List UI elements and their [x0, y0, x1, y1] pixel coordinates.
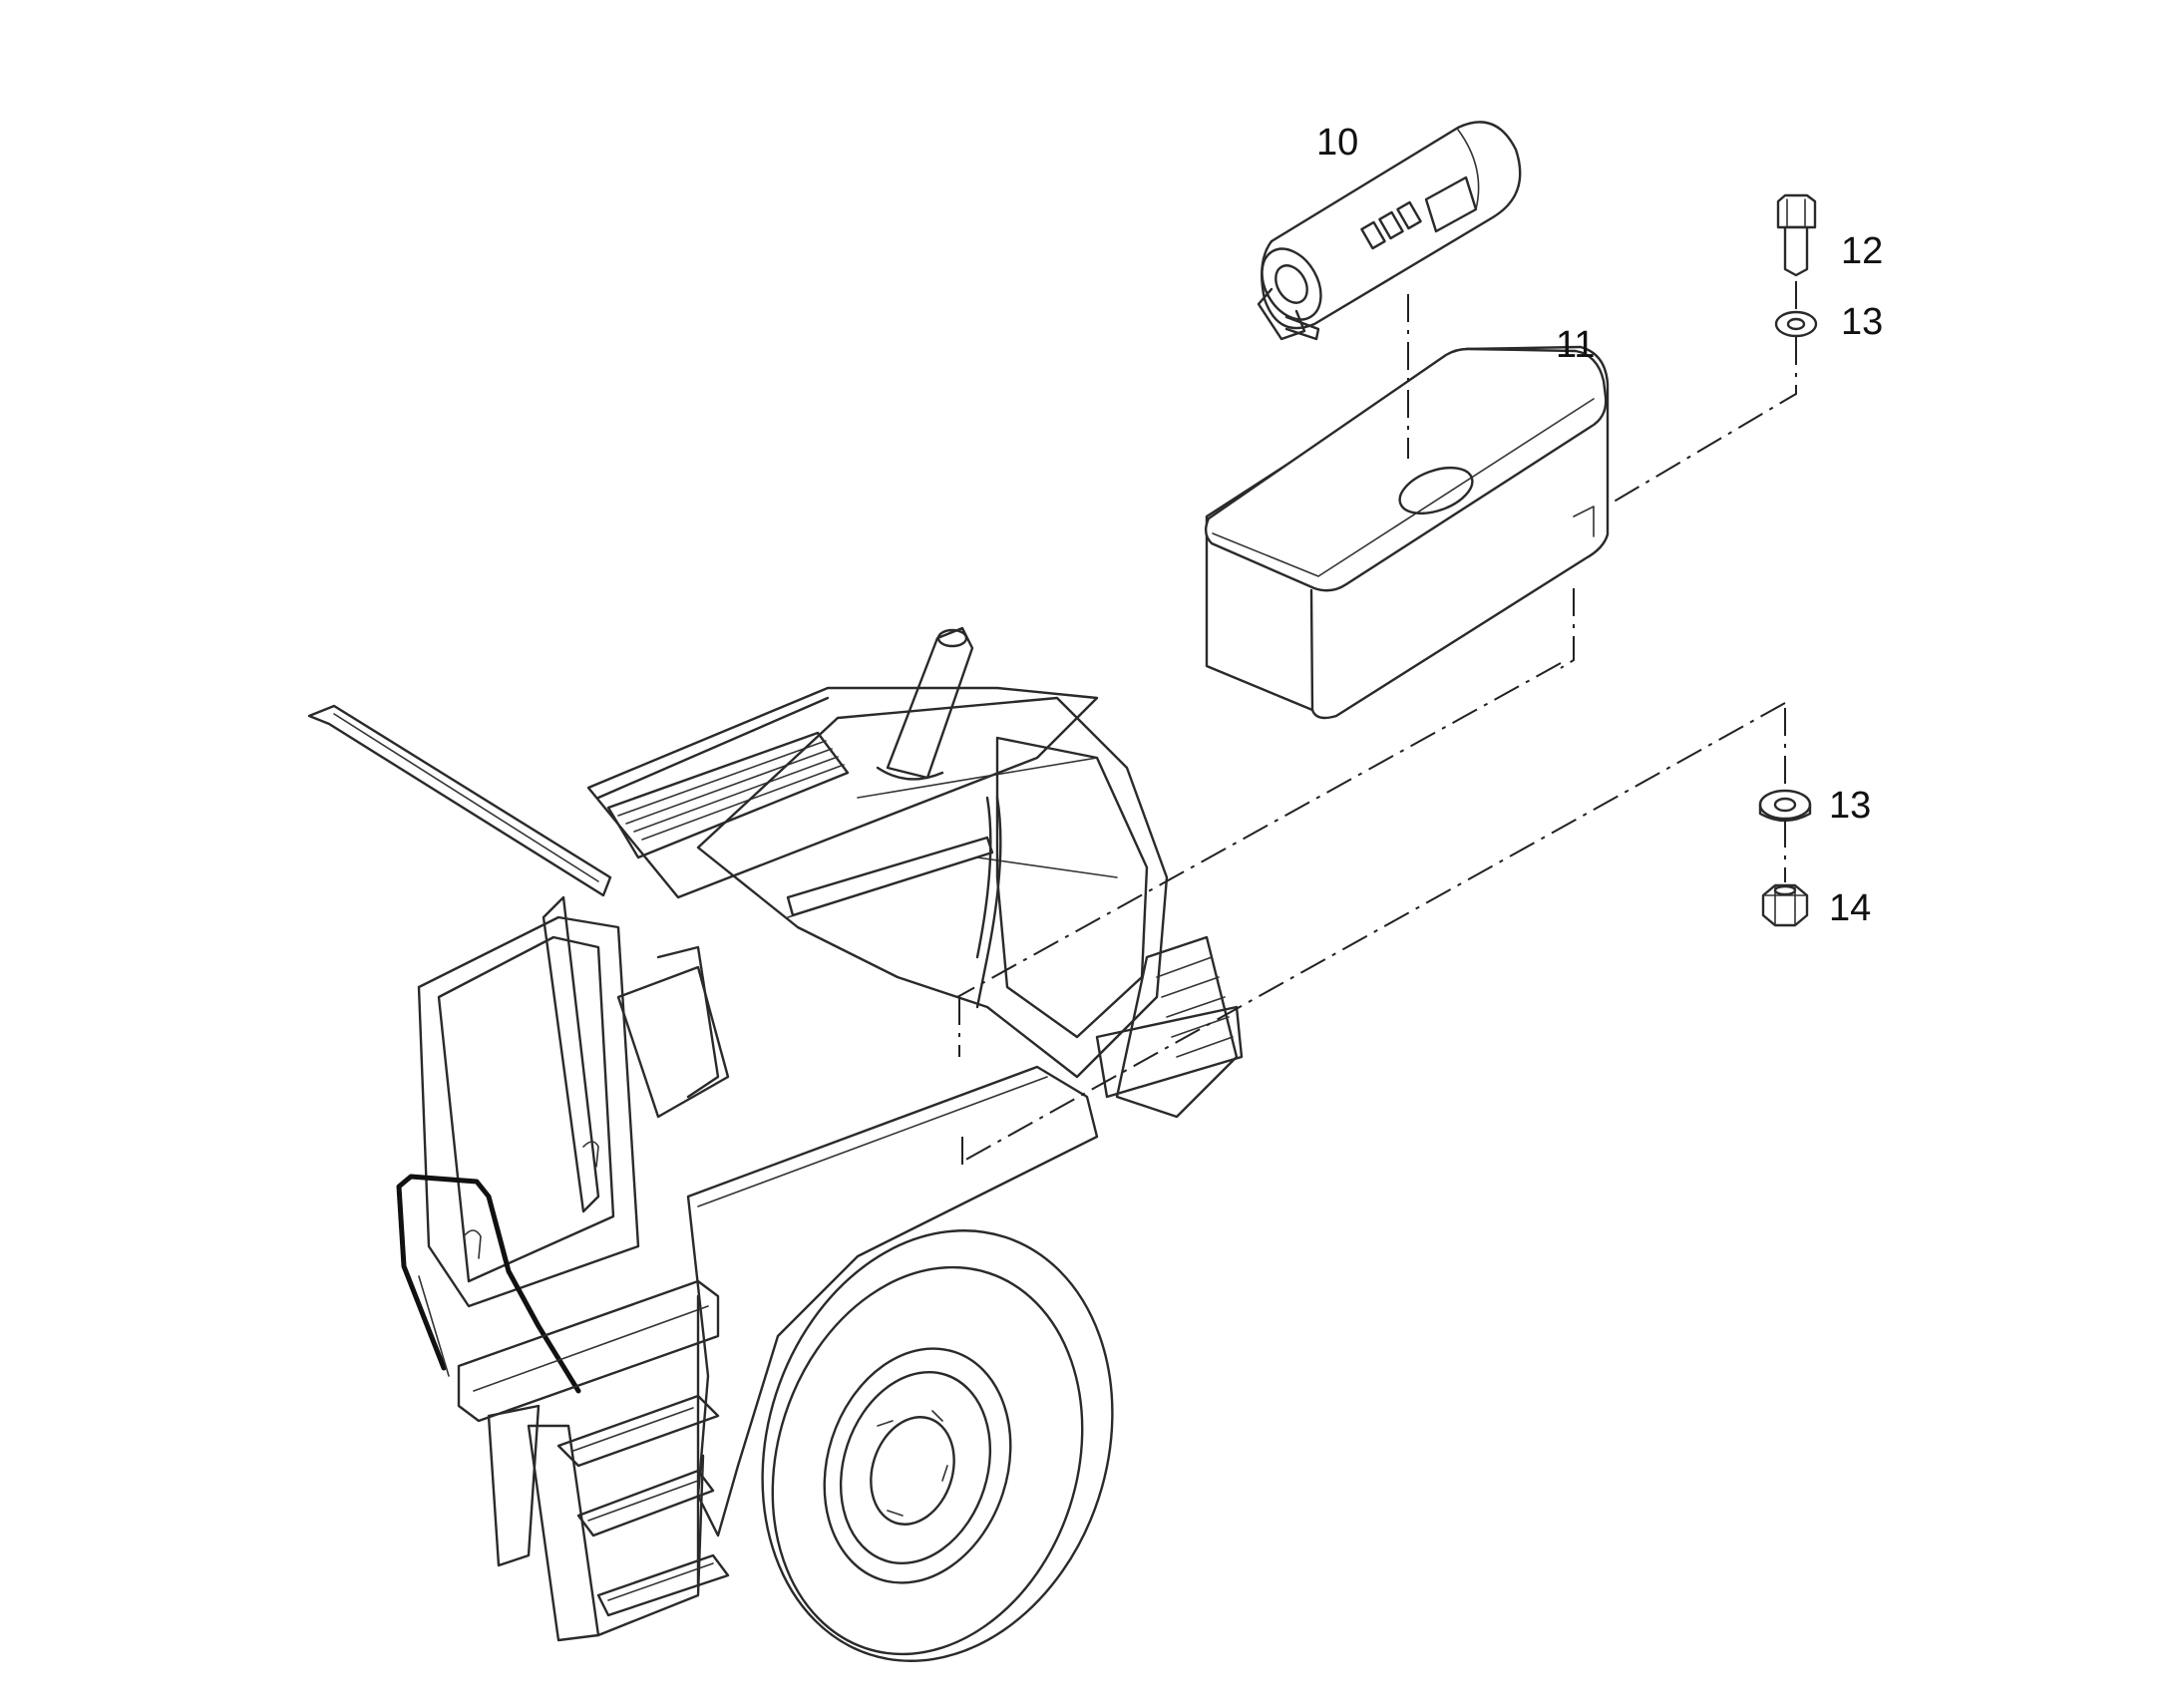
- part-10-fire-extinguisher: [1257, 121, 1522, 341]
- callout-10: 10: [1316, 122, 1358, 164]
- callout-13-upper: 13: [1841, 301, 1883, 343]
- callout-11: 11: [1556, 324, 1595, 366]
- rear-wheel: [761, 1229, 1114, 1662]
- part-13-washer-lower: [1758, 789, 1812, 823]
- callout-12: 12: [1841, 230, 1883, 272]
- highlighted-door-seal: [396, 1174, 581, 1394]
- part-12-bolt: [1776, 193, 1817, 277]
- machine-rear-view: [307, 626, 1244, 1662]
- access-ladder: [457, 1279, 730, 1642]
- part-11-storage-box: [1204, 345, 1610, 720]
- callout-13-lower: 13: [1829, 785, 1871, 827]
- assembly-leader-lines: [956, 281, 1797, 1172]
- part-13-washer-upper: [1774, 310, 1818, 338]
- roof-grille: [606, 731, 850, 859]
- exhaust-stack: [876, 626, 974, 781]
- callout-14: 14: [1829, 887, 1871, 929]
- part-14-hex-nut: [1761, 883, 1809, 927]
